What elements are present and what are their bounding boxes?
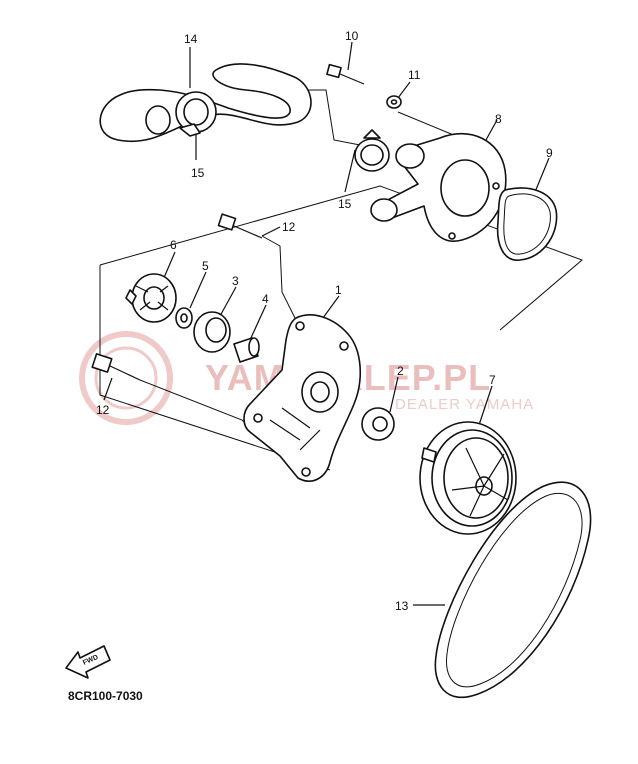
pulley-part-7 [419,421,517,535]
hose-part-14 [99,63,312,142]
callout-3: 3 [232,274,239,288]
bolt-part-10 [326,63,365,85]
callout-5: 5 [202,259,209,273]
callout-13: 13 [395,599,409,613]
callout-10: 10 [345,29,359,43]
collar-part-4 [233,337,260,363]
callout-12-upper: 12 [282,220,296,234]
bolt-part-12-upper [217,213,263,239]
washer-part-5 [175,307,193,329]
pump-body-part-1 [243,314,362,482]
pump-cover-part-8 [370,133,507,242]
callout-12-lower: 12 [96,403,110,417]
callout-8: 8 [495,112,502,126]
callout-15-right: 15 [338,197,352,211]
callout-1: 1 [335,283,342,297]
callout-labels: 14 15 10 11 8 9 15 12 6 5 3 4 1 2 7 12 1… [96,29,553,613]
callout-2: 2 [397,364,404,378]
watermark-tagline: DEALER YAMAHA [395,396,534,413]
callout-7: 7 [489,373,496,387]
bearing-part-2 [361,407,395,441]
callout-4: 4 [262,292,269,306]
callout-15-left: 15 [191,166,205,180]
callout-6: 6 [170,238,177,252]
washer-part-11 [386,95,402,109]
callout-14: 14 [184,32,198,46]
seal-part-3 [193,311,231,353]
fwd-arrow-icon: FWD [65,645,111,679]
belt-part-13 [434,481,592,699]
impeller-part-6 [125,273,177,323]
drawing-code: 8CR100-7030 [68,689,143,703]
gasket-part-9 [496,187,558,261]
callout-11: 11 [408,68,421,82]
clamp-part-15 [354,129,390,172]
bolt-part-12-lower [91,353,141,381]
watermark-logo-icon [79,331,173,425]
callout-9: 9 [546,146,553,160]
